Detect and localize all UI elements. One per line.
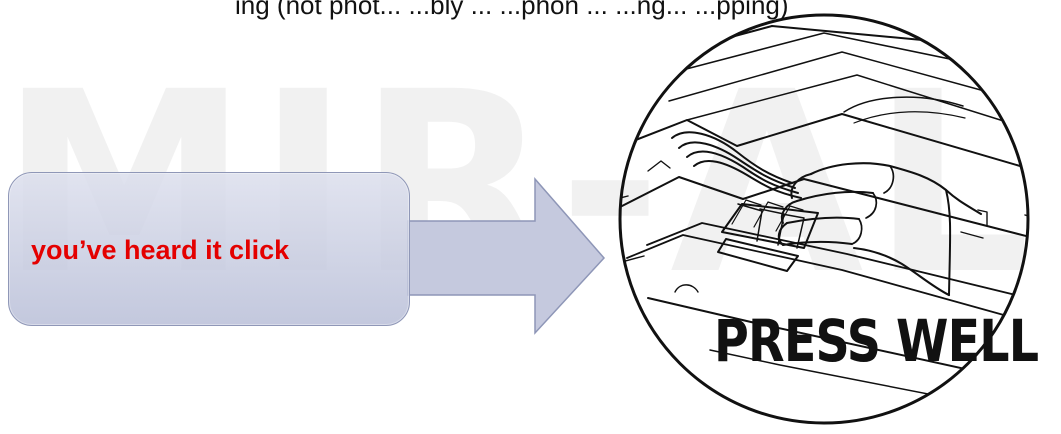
callout-text: you’ve heard it click [31, 235, 289, 266]
press-well-label: PRESS WELL [714, 312, 1038, 370]
